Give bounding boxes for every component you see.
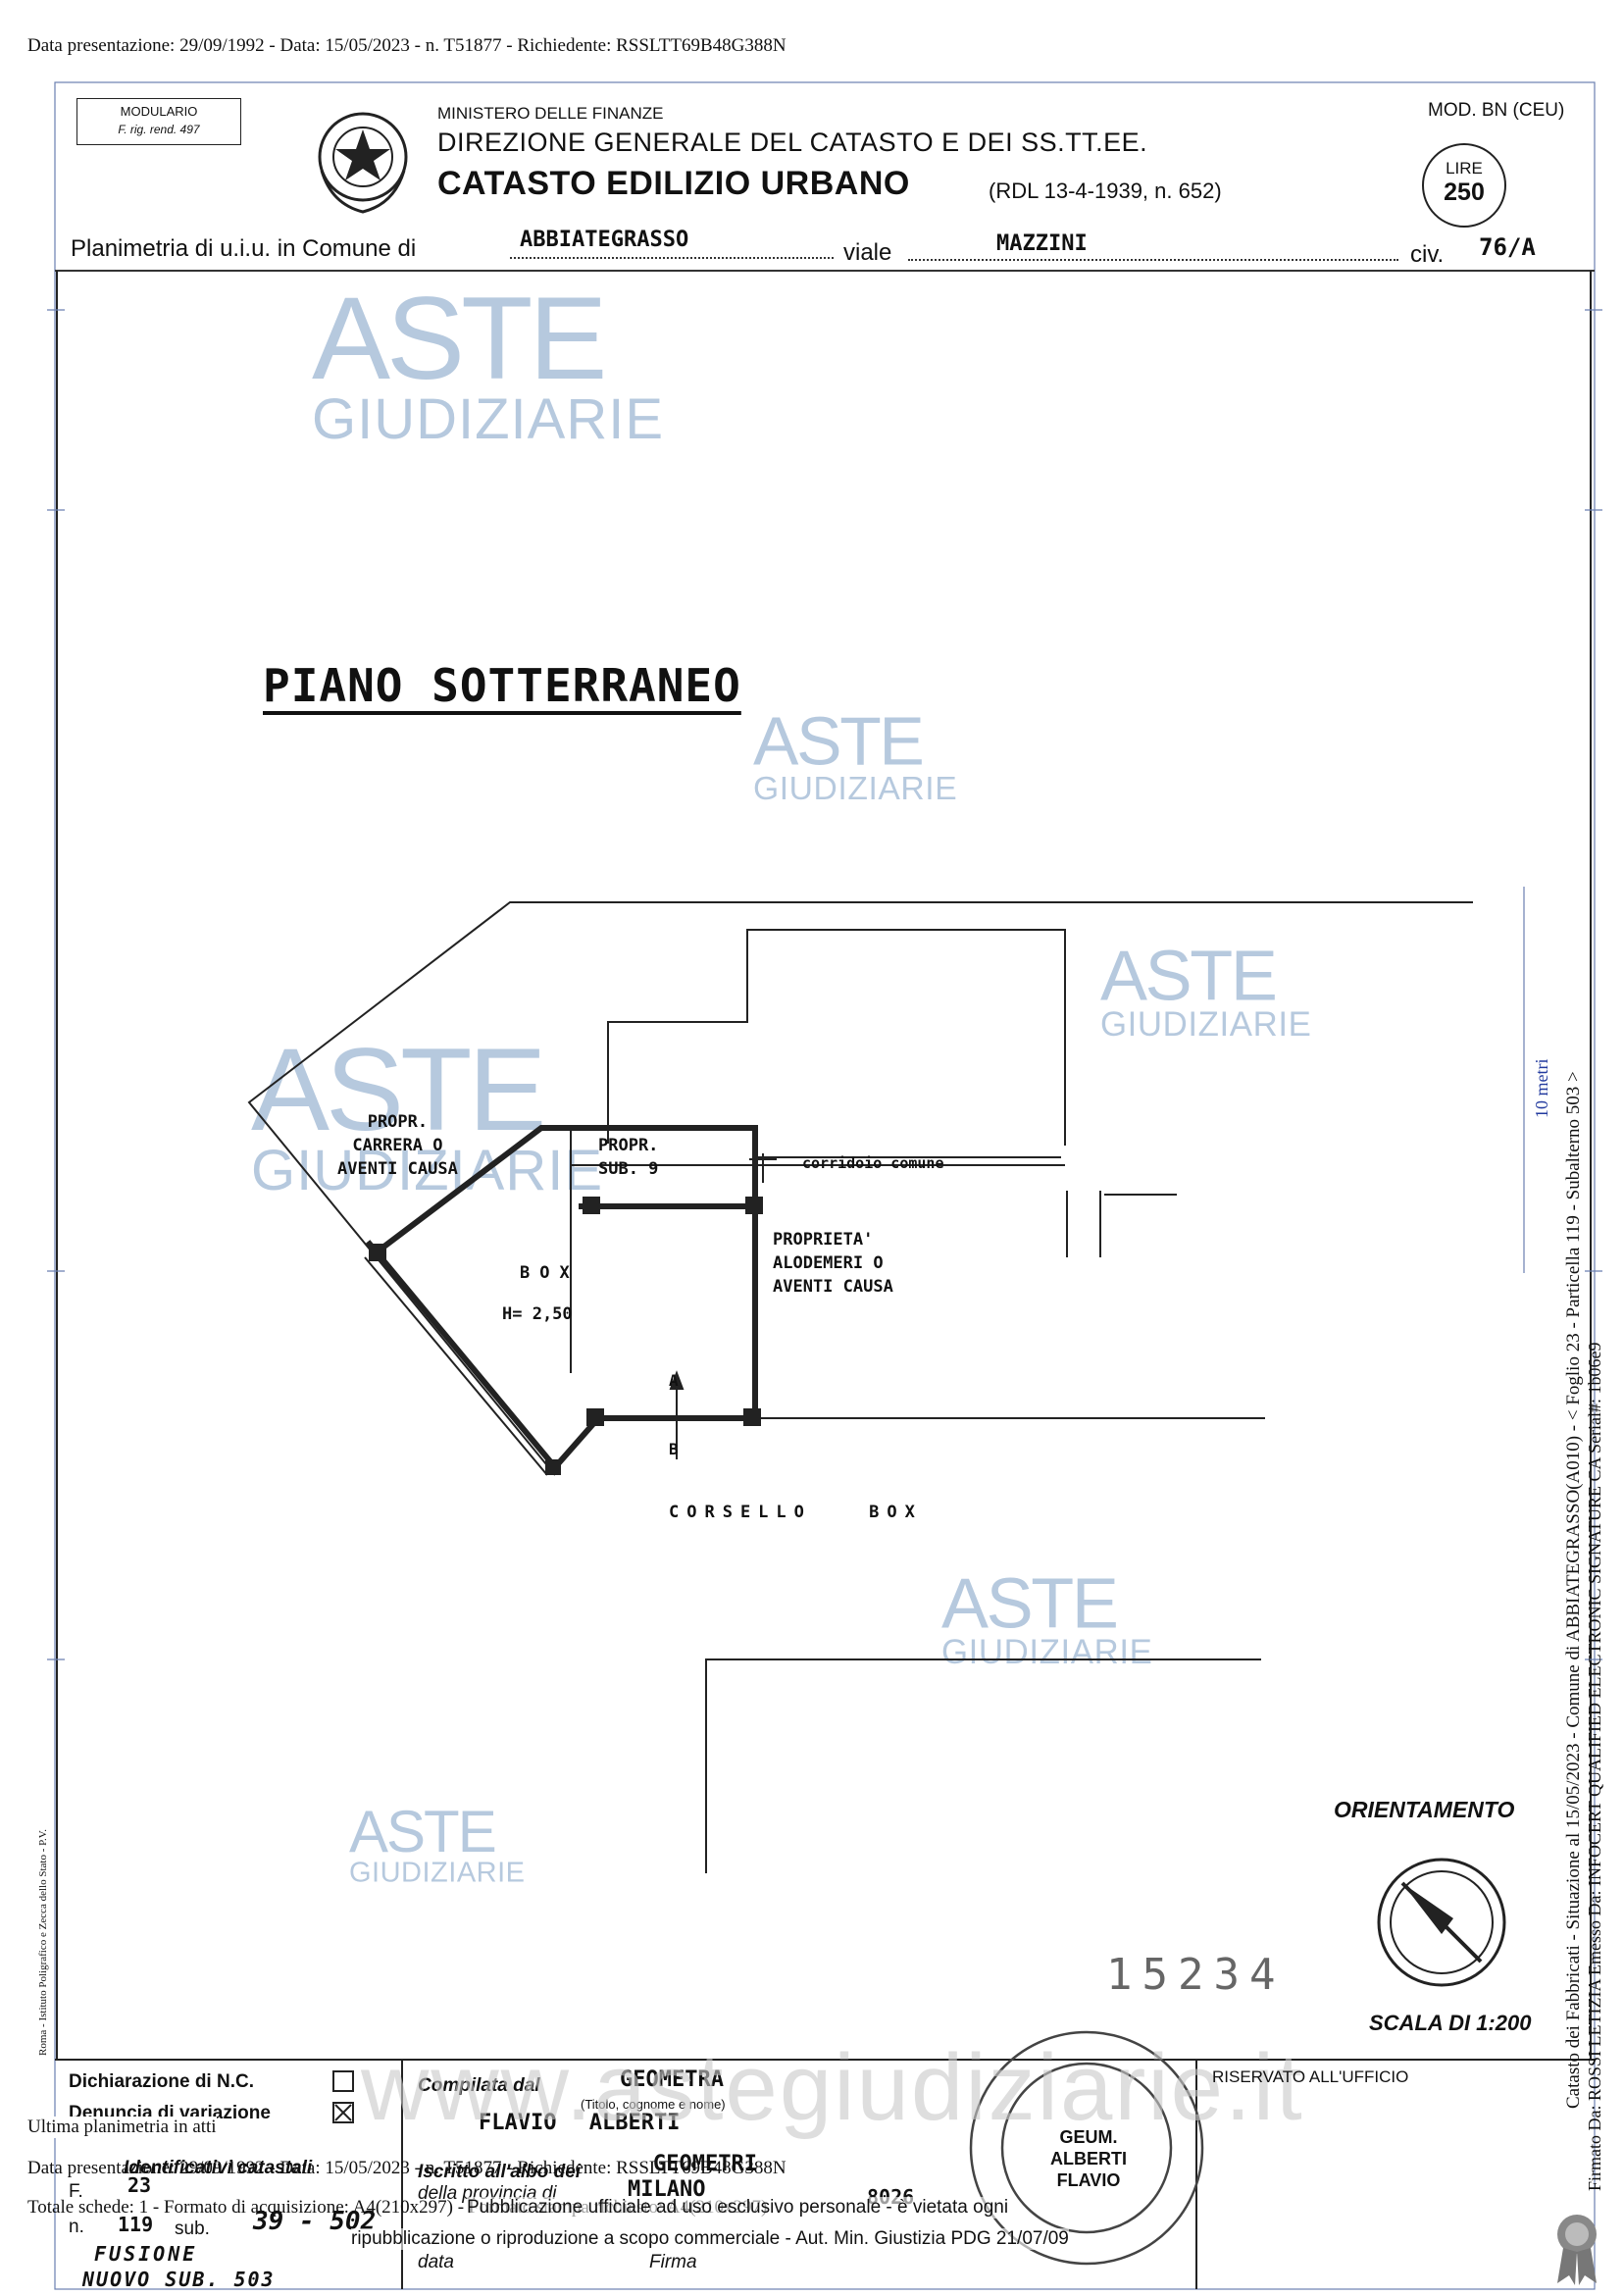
- pubblicazione-line: Pubblicazione ufficiale ad uso esclusivo…: [467, 2197, 1009, 2219]
- printer-note: Roma - Istituto Poligrafico e Zecca dell…: [37, 1828, 49, 2056]
- carrera-line-1: PROPR.: [367, 1112, 429, 1132]
- compass-icon: [1377, 1858, 1506, 1987]
- fusione-label: FUSIONE: [94, 2242, 198, 2266]
- label-proprieta: PROPRIETA' ALODEMERI O AVENTI CAUSA: [773, 1228, 893, 1299]
- nome-value: FLAVIO ALBERTI: [479, 2111, 681, 2135]
- watermark-giudiziarie: GIUDIZIARIE: [1100, 1005, 1312, 1044]
- f-value: 23: [127, 2173, 152, 2197]
- ultima-planimetria: Ultima planimetria in atti: [27, 2117, 217, 2138]
- modulario-box: MODULARIO F. rig. rend. 497: [76, 98, 241, 145]
- via-value: MAZZINI: [996, 231, 1088, 256]
- plan-line: Planimetria di u.i.u. in Comune di: [71, 235, 416, 263]
- watermark-giudiziarie: GIUDIZIARIE: [941, 1633, 1153, 1671]
- sub-label: sub.: [175, 2219, 210, 2239]
- riservato-label: RISERVATO ALL'UFFICIO: [1212, 2067, 1409, 2086]
- watermark-giudiziarie: GIUDIZIARIE: [349, 1856, 526, 1888]
- modulario-sub: F. rig. rend. 497: [118, 123, 200, 136]
- scale-metri: 10 metri: [1532, 1058, 1551, 1119]
- proprieta-line-1: PROPRIETA': [773, 1230, 874, 1250]
- stamp-number: 15234: [1106, 1950, 1286, 2000]
- dichiarazione-label: Dichiarazione di N.C.: [69, 2071, 254, 2092]
- watermark-aste: ASTE: [251, 1024, 546, 1155]
- label-propr-carrera: PROPR. CARRERA O AVENTI CAUSA: [337, 1110, 458, 1181]
- watermark-aste: ASTE: [941, 1563, 1119, 1644]
- geometra-value: GEOMETRA: [620, 2067, 724, 2092]
- watermark-aste: ASTE: [349, 1799, 497, 1864]
- civ-label: civ.: [1410, 241, 1445, 268]
- surveyor-stamp-icon: [969, 2030, 1204, 2266]
- rdl: (RDL 13-4-1939, n. 652): [989, 179, 1222, 203]
- watermark-aste: ASTE: [312, 273, 607, 404]
- via-label: viale: [843, 239, 892, 266]
- geometri-value: GEOMETRI: [653, 2152, 757, 2176]
- sub-line-1: PROPR.: [598, 1136, 659, 1155]
- catasto-side-line: Catasto dei Fabbricati - Situazione al 1…: [1563, 1071, 1584, 2109]
- watermark-giudiziarie: GIUDIZIARIE: [753, 769, 958, 807]
- seal-ribbon-icon: [1557, 2215, 1597, 2285]
- n-value: 119: [118, 2213, 154, 2236]
- label-propr-sub: PROPR. SUB. 9: [598, 1134, 658, 1181]
- carrera-line-3: AVENTI CAUSA: [337, 1159, 458, 1179]
- plan-prefix: Planimetria di u.i.u. in Comune di: [71, 235, 417, 262]
- watermark-3: ASTE GIUDIZIARIE: [1100, 936, 1312, 1044]
- watermark-5: ASTE GIUDIZIARIE: [941, 1563, 1153, 1671]
- lire-value: 250: [1444, 179, 1485, 206]
- watermark-giudiziarie: GIUDIZIARIE: [312, 387, 665, 451]
- label-box-height: H= 2,50: [502, 1304, 573, 1324]
- watermark-6: ASTE GIUDIZIARIE: [349, 1799, 526, 1888]
- label-corridoio: corridoio comune: [802, 1154, 944, 1172]
- direzione: DIREZIONE GENERALE DEL CATASTO E DEI SS.…: [437, 128, 1148, 157]
- lire-stamp: LIRE 250: [1422, 143, 1506, 228]
- label-arrow-a: A: [669, 1371, 679, 1390]
- emblem-icon: [318, 112, 408, 214]
- iscritto-label: Iscritto all'albo dei: [418, 2162, 582, 2182]
- watermark-aste: ASTE: [753, 703, 925, 780]
- sub-line-2: SUB. 9: [598, 1159, 659, 1179]
- nuovo-sub-label: NUOVO SUB. 503: [82, 2268, 276, 2291]
- surveyor-stamp-text: GEUM. ALBERTI FLAVIO: [1050, 2127, 1127, 2190]
- compilata-label: Compilata dal: [418, 2075, 540, 2096]
- f-label: F.: [69, 2181, 83, 2202]
- watermark-4: ASTE GIUDIZIARIE: [251, 1024, 604, 1202]
- carrera-line-2: CARRERA O: [352, 1136, 443, 1155]
- watermark-2: ASTE GIUDIZIARIE: [753, 703, 958, 807]
- n-label: n.: [69, 2217, 84, 2237]
- watermark-giudiziarie: GIUDIZIARIE: [251, 1139, 604, 1202]
- identificativi-label: Identificativi catastali: [124, 2158, 313, 2178]
- top-info-line: Data presentazione: 29/09/1992 - Data: 1…: [27, 35, 787, 56]
- firmato-side-line: Firmato Da: ROSSI LETIZIA Emesso Da: INF…: [1585, 1342, 1604, 2191]
- label-arrow-b: B: [669, 1440, 679, 1458]
- firma-label: Firma: [649, 2252, 697, 2272]
- modulario-label: MODULARIO: [120, 104, 198, 119]
- ripubblicazione-line: ripubblicazione o riproduzione a scopo c…: [351, 2228, 1069, 2250]
- proprieta-line-2: ALODEMERI O: [773, 1253, 884, 1273]
- ministero: MINISTERO DELLE FINANZE: [437, 104, 664, 123]
- titolo-label: (Titolo, cognome e nome): [581, 2097, 726, 2112]
- website-watermark: www.astegiudiziarie.it: [361, 2035, 1304, 2140]
- civ-value: 76/A: [1479, 233, 1536, 261]
- via-dots: [908, 259, 1398, 261]
- mod-code: MOD. BN (CEU): [1428, 100, 1565, 121]
- comune-value: ABBIATEGRASSO: [520, 228, 689, 252]
- catasto-title: CATASTO EDILIZIO URBANO: [437, 165, 910, 202]
- orientamento-label: ORIENTAMENTO: [1334, 1797, 1515, 1822]
- comune-dots: [510, 257, 834, 259]
- watermark-1: ASTE GIUDIZIARIE: [312, 273, 665, 451]
- label-box: BOX: [520, 1263, 580, 1283]
- overlay-line-1: Data presentazione: 29/09/1992 - Data: 1…: [27, 2158, 787, 2178]
- label-corsello: CORSELLO BOX: [669, 1503, 923, 1522]
- lire-label: LIRE: [1446, 159, 1483, 178]
- proprieta-line-3: AVENTI CAUSA: [773, 1277, 893, 1297]
- plan-title: PIANO SOTTERRANEO: [263, 659, 741, 712]
- scala-label: SCALA DI 1:200: [1369, 2011, 1532, 2035]
- watermark-aste: ASTE: [1100, 936, 1278, 1016]
- data-label: data: [418, 2252, 454, 2272]
